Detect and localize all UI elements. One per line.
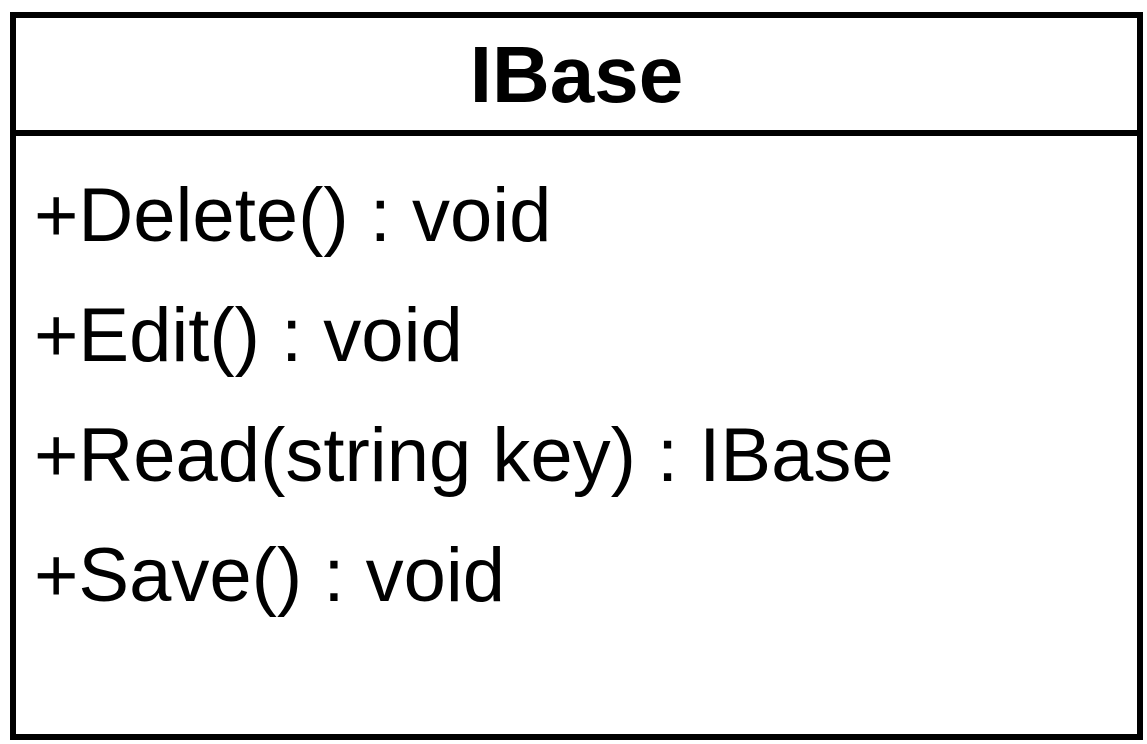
method-delete: +Delete() : void xyxy=(34,173,552,258)
method-edit: +Edit() : void xyxy=(34,293,463,378)
method-read: +Read(string key) : IBase xyxy=(34,413,894,498)
method-save: +Save() : void xyxy=(34,533,505,618)
uml-class-box: IBase +Delete() : void +Edit() : void +R… xyxy=(10,12,1143,740)
class-name: IBase xyxy=(469,30,684,119)
class-header: IBase xyxy=(16,18,1137,136)
